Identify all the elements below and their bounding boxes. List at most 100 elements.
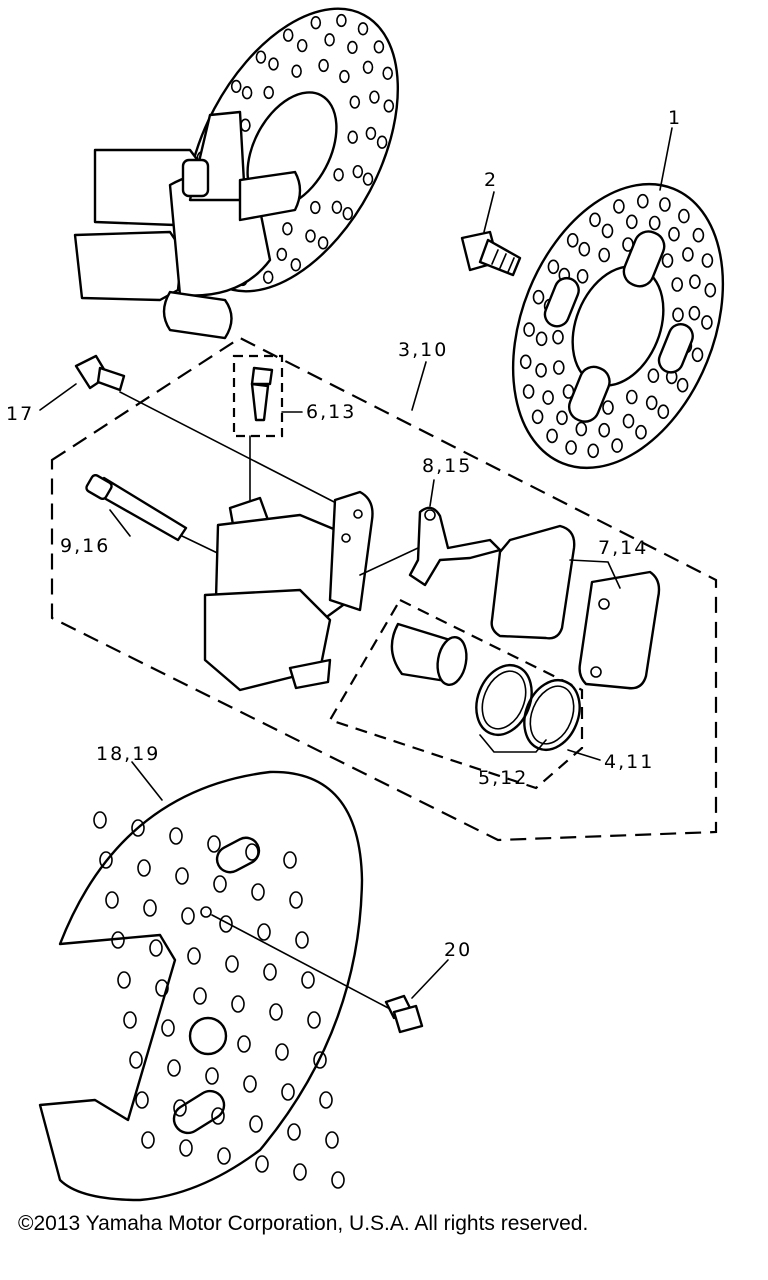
drill-hole xyxy=(268,57,279,71)
drill-hole xyxy=(678,208,690,224)
drill-hole xyxy=(578,241,591,257)
callout-4-11: 4,11 xyxy=(604,751,654,773)
drill-hole xyxy=(310,16,322,30)
drill-hole xyxy=(205,1067,219,1085)
drill-hole xyxy=(318,58,329,73)
drill-hole xyxy=(365,126,377,141)
drill-hole xyxy=(331,200,343,214)
drill-hole xyxy=(704,282,717,298)
assembly-group-outline xyxy=(50,336,718,842)
drill-hole xyxy=(668,226,680,242)
drill-hole xyxy=(149,939,163,957)
drill-hole xyxy=(241,86,253,100)
drill-hole xyxy=(648,215,661,231)
drill-hole xyxy=(262,270,274,284)
drill-hole xyxy=(257,923,271,941)
drill-hole xyxy=(324,33,335,47)
drill-hole xyxy=(547,259,560,275)
drill-hole xyxy=(169,827,183,845)
cover-holes xyxy=(93,811,345,1189)
drill-hole xyxy=(519,354,532,370)
drill-hole xyxy=(301,971,315,989)
bolt-part-2 xyxy=(460,230,522,277)
drill-hole xyxy=(281,1083,295,1101)
drill-hole xyxy=(373,40,385,54)
drill-hole xyxy=(123,1011,137,1029)
drill-hole xyxy=(230,79,242,94)
drill-hole xyxy=(290,258,302,272)
drill-hole xyxy=(682,247,694,262)
drill-hole xyxy=(336,13,347,28)
drill-hole xyxy=(535,362,547,378)
drill-hole xyxy=(117,971,131,989)
drill-hole xyxy=(287,1123,301,1141)
drill-hole xyxy=(376,135,388,149)
drill-hole xyxy=(622,413,635,429)
drill-hole xyxy=(625,214,638,230)
drill-hole xyxy=(531,409,544,425)
drill-hole xyxy=(613,199,625,214)
drill-hole xyxy=(305,229,316,243)
drill-hole xyxy=(689,274,701,290)
drill-hole xyxy=(289,891,303,909)
disc-holes xyxy=(519,193,717,459)
drill-hole xyxy=(331,1171,345,1189)
drill-hole xyxy=(295,931,309,949)
drill-hole xyxy=(542,390,554,405)
seals xyxy=(475,664,581,751)
drill-hole xyxy=(357,22,369,36)
drill-hole xyxy=(283,851,297,869)
drill-hole xyxy=(701,315,713,330)
drill-hole xyxy=(193,987,207,1005)
drill-hole xyxy=(333,168,344,182)
drill-hole xyxy=(129,1051,143,1069)
caliper-body xyxy=(203,490,419,692)
drill-hole xyxy=(692,227,705,243)
pin-part-9-16 xyxy=(85,473,233,561)
drill-hole xyxy=(565,440,577,455)
drill-hole xyxy=(347,40,358,55)
bleeder-part-6-13 xyxy=(232,354,284,501)
drill-hole xyxy=(181,907,195,925)
bolt-part-20 xyxy=(384,994,424,1034)
bolt-part-17 xyxy=(74,354,341,506)
drill-hole xyxy=(282,222,293,236)
callout-2: 2 xyxy=(484,169,498,191)
drill-hole xyxy=(161,1019,175,1037)
drill-hole xyxy=(131,819,145,837)
drill-hole xyxy=(657,404,670,420)
drill-hole xyxy=(275,1043,289,1061)
drill-hole xyxy=(111,931,125,949)
drill-hole xyxy=(207,835,221,853)
drill-hole xyxy=(688,305,701,321)
assembled-disc-caliper xyxy=(73,7,400,340)
drill-hole xyxy=(691,347,704,363)
drill-hole xyxy=(349,95,361,109)
drill-hole xyxy=(382,66,394,80)
drill-hole xyxy=(319,1091,333,1109)
drill-hole xyxy=(339,69,350,84)
drill-hole xyxy=(535,331,548,347)
drill-hole xyxy=(293,1163,307,1181)
drill-hole xyxy=(575,421,588,437)
drill-hole xyxy=(317,236,329,250)
drill-hole xyxy=(143,899,157,917)
drill-hole xyxy=(309,200,321,215)
drill-hole xyxy=(602,400,614,415)
drill-hole xyxy=(672,307,684,323)
drill-hole xyxy=(307,1011,321,1029)
drill-hole xyxy=(313,1051,327,1069)
drill-hole xyxy=(263,85,275,100)
drill-hole xyxy=(141,1131,155,1149)
drill-hole xyxy=(245,843,259,861)
drill-hole xyxy=(251,883,265,901)
brake-disc-part-1 xyxy=(511,182,725,470)
callout-6-13: 6,13 xyxy=(306,401,356,423)
drill-hole xyxy=(135,1091,149,1109)
drill-hole xyxy=(173,1099,187,1117)
callout-8-15: 8,15 xyxy=(422,455,472,477)
drill-hole xyxy=(676,377,689,393)
drill-hole xyxy=(383,99,395,113)
drill-hole xyxy=(598,247,611,263)
